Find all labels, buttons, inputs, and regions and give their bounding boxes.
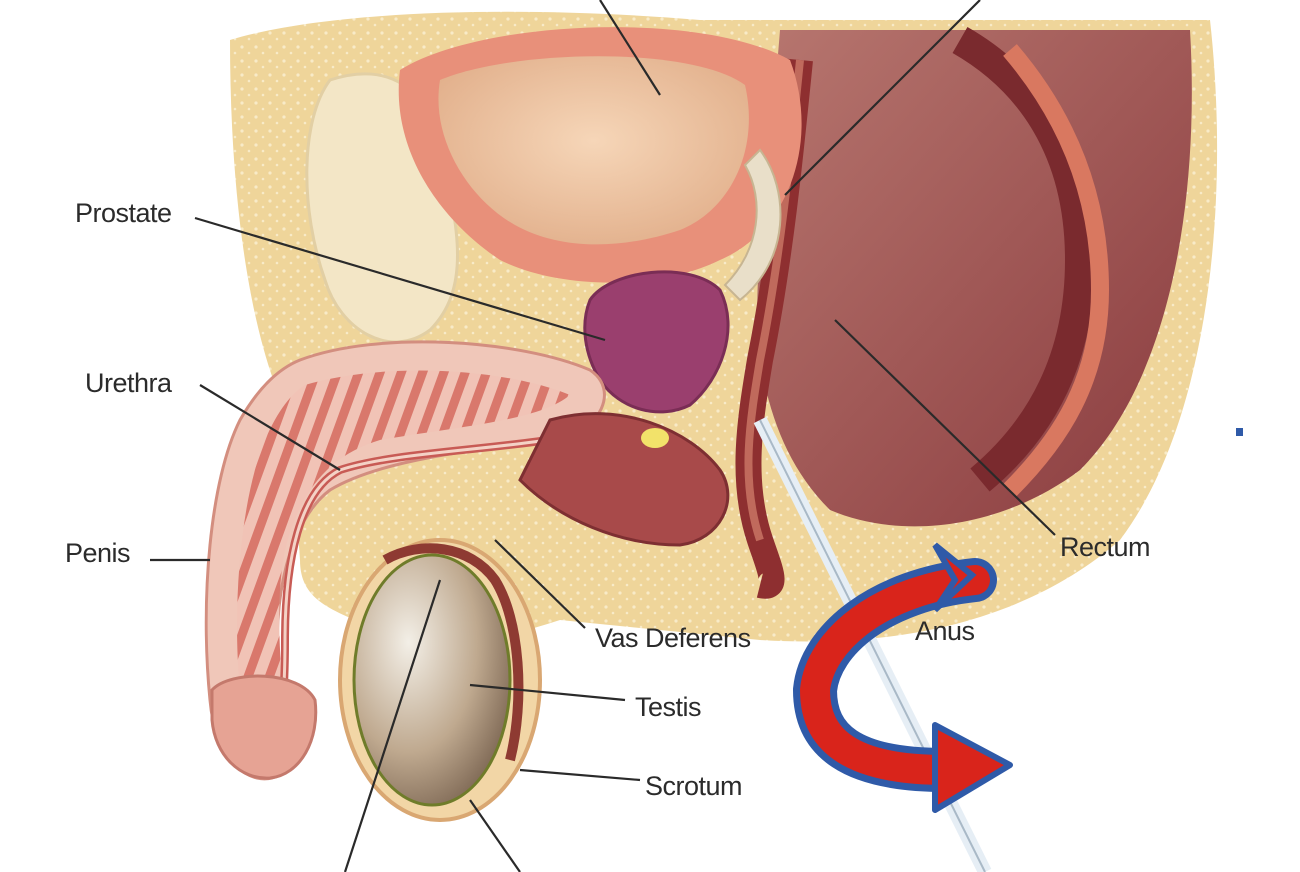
rotation-arrow-icon <box>792 542 1013 813</box>
prostate-gland <box>583 270 730 414</box>
label-scrotum: Scrotum <box>645 771 742 801</box>
seminal-vesicle <box>723 148 782 302</box>
cowpers-gland <box>641 428 669 448</box>
bulb-tissue <box>518 412 730 547</box>
bladder <box>398 27 802 283</box>
leader-lines <box>150 0 1056 872</box>
label-testis: Testis <box>635 692 701 722</box>
label-prostate: Prostate <box>75 198 172 228</box>
label-urethra: Urethra <box>85 368 173 398</box>
label-vas-deferens: Vas Deferens <box>595 623 751 653</box>
label-anus: Anus <box>915 616 975 646</box>
label-penis: Penis <box>65 538 130 568</box>
label-rectum: Rectum <box>1060 532 1150 562</box>
scrotum-group <box>338 538 542 822</box>
rectum-region <box>735 26 1192 599</box>
marker-dot <box>1236 428 1243 436</box>
